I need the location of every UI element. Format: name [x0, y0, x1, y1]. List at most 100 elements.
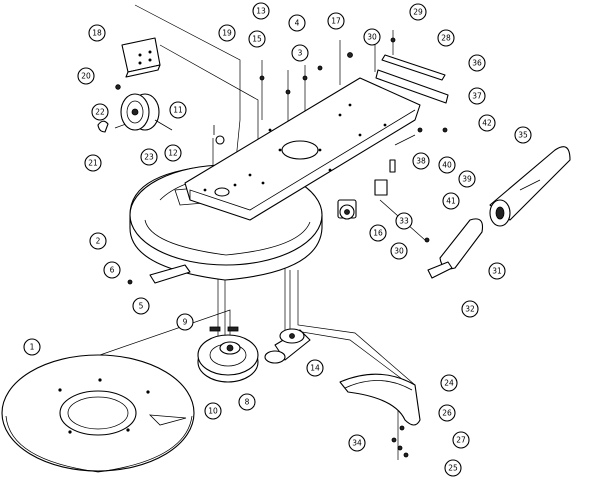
callout-3: 3: [291, 44, 309, 62]
callout-30: 30: [390, 242, 408, 260]
part-21-pulley: [120, 93, 160, 131]
callout-circle: [369, 224, 387, 242]
callout-5: 5: [132, 297, 150, 315]
callout-number: 40: [442, 161, 452, 170]
callout-number: 18: [92, 29, 102, 38]
callout-circle: [204, 402, 222, 420]
callout-circle: [103, 261, 121, 279]
callout-number: 4: [295, 19, 300, 28]
callout-34: 34: [348, 434, 366, 452]
callout-number: 24: [444, 379, 454, 388]
callout-number: 21: [88, 159, 98, 168]
callout-number: 17: [331, 17, 341, 26]
callout-circle: [442, 192, 460, 210]
callout-number: 31: [492, 267, 502, 276]
callout-13: 13: [252, 2, 270, 20]
callout-circle: [306, 359, 324, 377]
callout-33: 33: [395, 212, 413, 230]
callout-circle: [444, 459, 462, 477]
callout-number: 19: [222, 29, 232, 38]
part-38-41-brackets: [374, 159, 396, 196]
callout-number: 32: [465, 305, 475, 314]
callout-circle: [409, 3, 427, 21]
callout-40: 40: [438, 156, 456, 174]
callout-number: 34: [352, 439, 362, 448]
part-13-idler: [264, 328, 311, 364]
callout-number: 13: [256, 7, 266, 16]
part-28-rail: [381, 54, 446, 81]
callout-37: 37: [468, 87, 486, 105]
callout-circle: [438, 156, 456, 174]
callout-number: 5: [139, 302, 144, 311]
callout-30: 30: [363, 28, 381, 46]
callout-circle: [488, 262, 506, 280]
part-24-discharge-chute: [339, 373, 421, 426]
callout-22: 22: [91, 103, 109, 121]
callout-4: 4: [288, 14, 306, 32]
callout-10: 10: [204, 402, 222, 420]
callout-number: 8: [245, 398, 250, 407]
callout-number: 33: [399, 217, 409, 226]
part-18-bracket: [121, 37, 161, 78]
callout-number: 27: [456, 436, 466, 445]
part-23-pin: [154, 119, 173, 131]
callout-25: 25: [444, 459, 462, 477]
part-5-flap: [149, 264, 191, 284]
callout-14: 14: [306, 359, 324, 377]
callout-12: 12: [164, 144, 182, 162]
callout-circle: [363, 28, 381, 46]
callout-31: 31: [488, 262, 506, 280]
callout-circle: [288, 14, 306, 32]
part-9-bolts: [209, 326, 239, 332]
callout-circle: [514, 126, 532, 144]
callout-circle: [23, 338, 41, 356]
part-10-large-pulley: [197, 334, 259, 383]
callout-circle: [89, 232, 107, 250]
callout-8: 8: [238, 393, 256, 411]
callout-2: 2: [89, 232, 107, 250]
part-35-spout: [489, 146, 571, 227]
callout-32: 32: [461, 300, 479, 318]
callout-circle: [437, 29, 455, 47]
callout-number: 22: [95, 108, 105, 117]
callout-11: 11: [169, 101, 187, 119]
callout-number: 26: [442, 409, 452, 418]
callout-circle: [468, 87, 486, 105]
callout-23: 23: [140, 148, 158, 166]
callout-circle: [468, 54, 486, 72]
callout-circle: [438, 404, 456, 422]
callout-circle: [132, 297, 150, 315]
callout-circle: [238, 393, 256, 411]
callout-circle: [390, 242, 408, 260]
callout-29: 29: [409, 3, 427, 21]
callout-27: 27: [452, 431, 470, 449]
callout-16: 16: [369, 224, 387, 242]
callout-39: 39: [458, 170, 476, 188]
callout-number: 6: [110, 266, 115, 275]
callout-circle: [77, 67, 95, 85]
callout-20: 20: [77, 67, 95, 85]
callout-9: 9: [176, 313, 194, 331]
callout-21: 21: [84, 154, 102, 172]
callout-circle: [84, 154, 102, 172]
callout-number: 38: [416, 157, 426, 166]
callout-number: 15: [252, 35, 262, 44]
callout-number: 9: [183, 318, 188, 327]
callout-number: 16: [373, 229, 383, 238]
callout-number: 30: [367, 33, 377, 42]
callout-circle: [176, 313, 194, 331]
callout-circle: [461, 300, 479, 318]
callout-circle: [412, 152, 430, 170]
callout-circle: [164, 144, 182, 162]
callout-38: 38: [412, 152, 430, 170]
callout-number: 3: [298, 49, 303, 58]
part-1-bottom-skirt: [1, 354, 195, 473]
callout-number: 14: [310, 364, 320, 373]
callout-18: 18: [88, 24, 106, 42]
callout-26: 26: [438, 404, 456, 422]
callout-number: 12: [168, 149, 178, 158]
callout-circle: [327, 12, 345, 30]
callout-circle: [88, 24, 106, 42]
callout-36: 36: [468, 54, 486, 72]
